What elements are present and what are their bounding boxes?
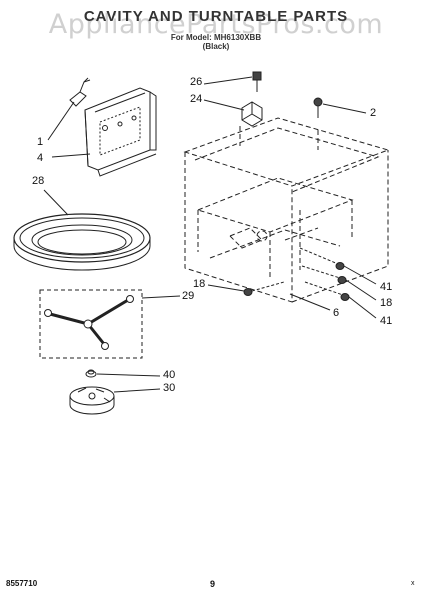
watermark: AppliancePartsPros.com	[48, 9, 384, 40]
callout-2: 2	[370, 107, 377, 119]
callout-4: 4	[37, 152, 44, 164]
callout-41-top: 41	[380, 281, 393, 293]
callout-18-left: 18	[193, 278, 206, 290]
oven-cavity	[183, 117, 390, 303]
screw-18b	[243, 288, 253, 296]
turntable-tray	[13, 213, 151, 271]
coupler	[85, 369, 97, 378]
screw-2	[313, 97, 323, 118]
page-title: CAVITY AND TURNTABLE PARTS	[83, 8, 349, 25]
screw-41b	[340, 293, 350, 301]
callout-40: 40	[163, 369, 176, 381]
footer-mark: x	[411, 580, 415, 587]
screw-18a	[337, 276, 347, 284]
color-subtitle: (Black)	[202, 42, 230, 51]
callout-41-bottom: 41	[380, 315, 393, 327]
roller-support-box	[39, 289, 143, 359]
callout-6: 6	[333, 307, 340, 319]
footer-part-number: 8557710	[6, 579, 38, 588]
clip-24	[241, 101, 263, 127]
turntable-motor	[69, 386, 115, 415]
callout-30: 30	[163, 382, 176, 394]
screw-26	[252, 71, 262, 92]
callout-28: 28	[32, 175, 45, 187]
callout-26: 26	[190, 76, 203, 88]
callout-29: 29	[182, 290, 195, 302]
callout-1: 1	[37, 136, 44, 148]
footer-page-number: 9	[210, 579, 216, 589]
model-subtitle: For Model: MH6130XBB	[170, 33, 262, 42]
mounting-bracket	[84, 87, 157, 177]
callout-18-right: 18	[380, 297, 393, 309]
callout-24: 24	[190, 93, 203, 105]
switch-clip	[69, 77, 91, 107]
roller-support	[44, 295, 134, 350]
